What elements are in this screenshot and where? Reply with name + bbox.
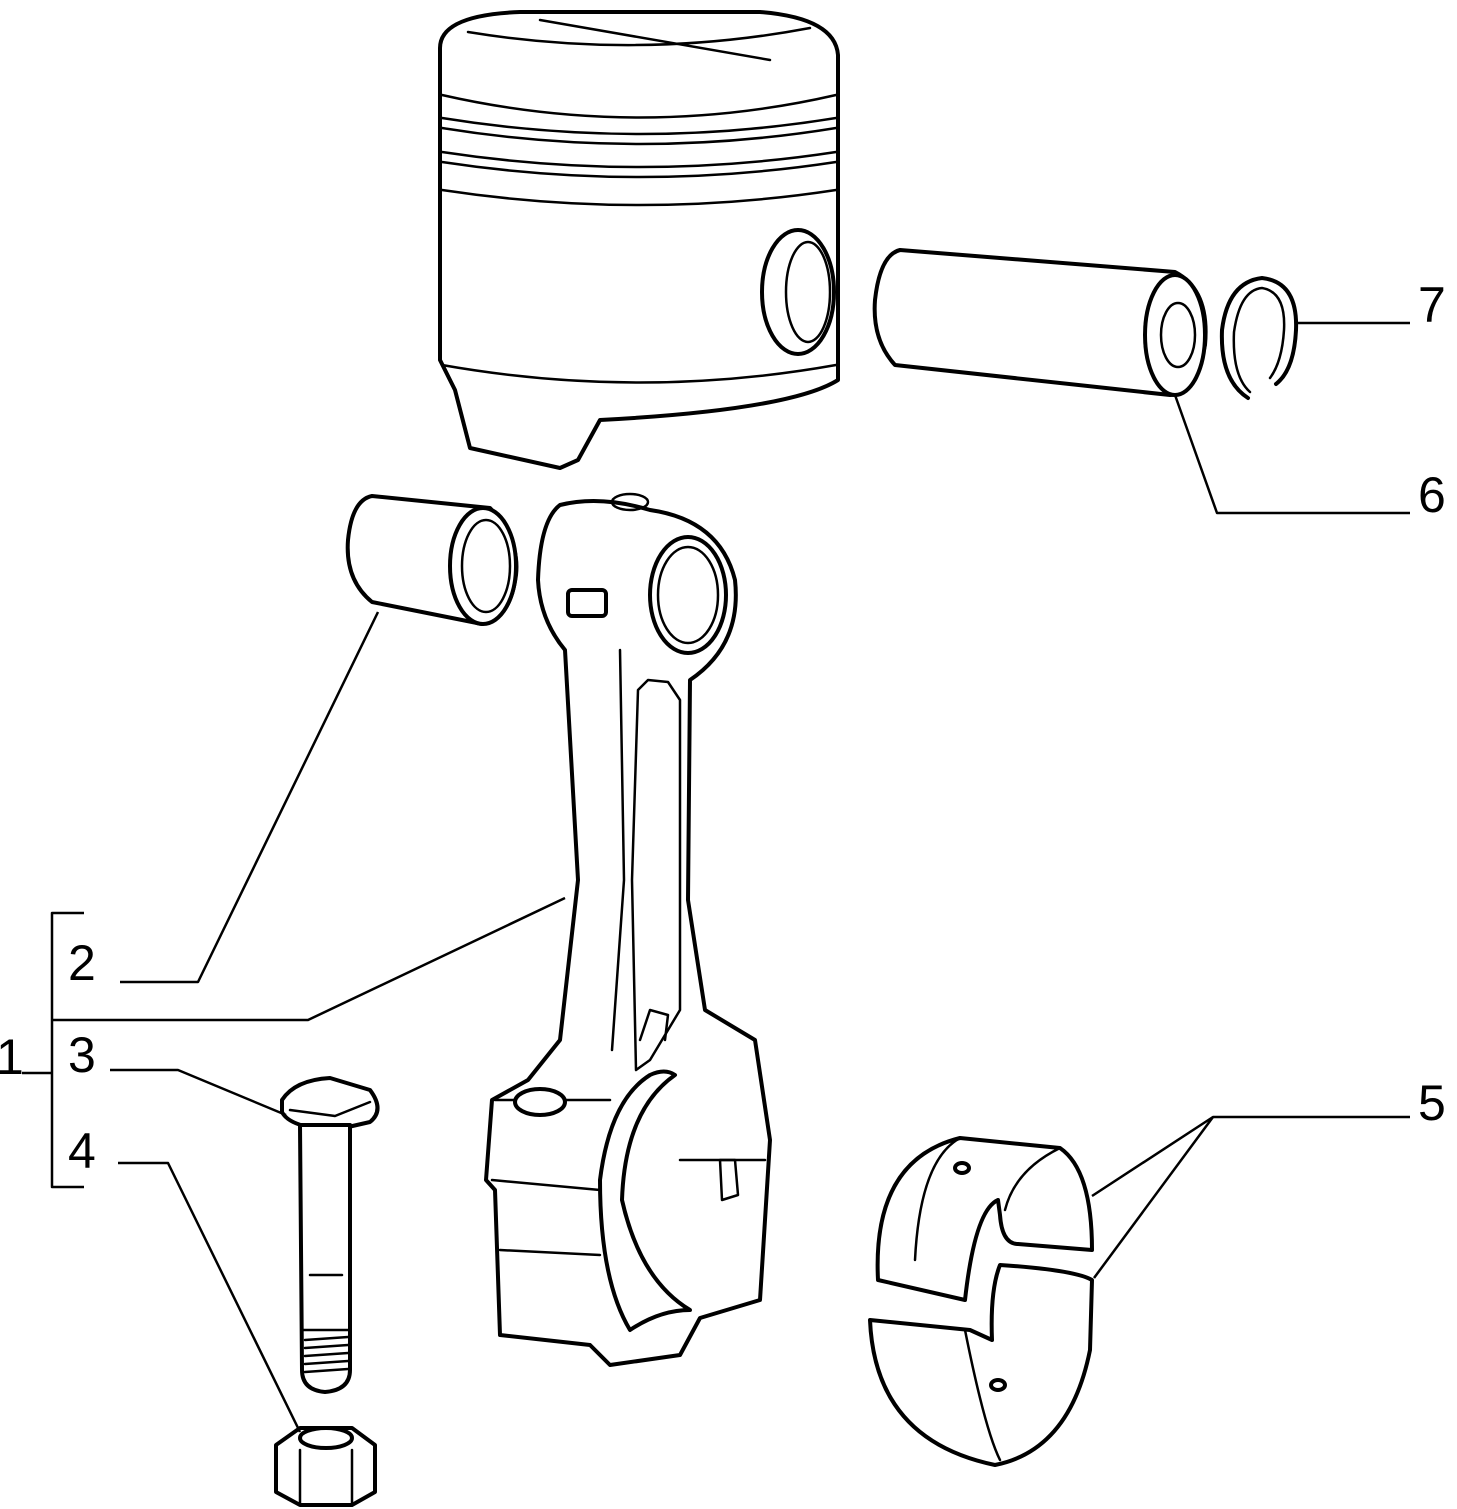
callout-7: 7 xyxy=(1418,277,1446,333)
callout-1: 1 xyxy=(0,1029,24,1085)
cap-nut xyxy=(274,1426,377,1507)
cap-bolt xyxy=(280,1076,380,1394)
assembly-bracket xyxy=(50,911,84,1189)
leader-lines xyxy=(22,321,1410,1433)
piston xyxy=(438,10,840,470)
big-end-bearing-shells xyxy=(868,1136,1094,1467)
connecting-rod xyxy=(484,492,772,1367)
callout-4: 4 xyxy=(68,1123,96,1179)
small-end-bushing xyxy=(345,494,519,626)
circlip xyxy=(1219,276,1299,400)
piston-pin-boss xyxy=(760,228,836,356)
piston-pin xyxy=(872,248,1208,397)
callout-3: 3 xyxy=(68,1027,96,1083)
callout-labels: 1 2 3 4 5 6 7 xyxy=(0,277,1446,1179)
callout-2: 2 xyxy=(68,935,96,991)
callout-5: 5 xyxy=(1418,1075,1446,1131)
callout-6: 6 xyxy=(1418,467,1446,523)
